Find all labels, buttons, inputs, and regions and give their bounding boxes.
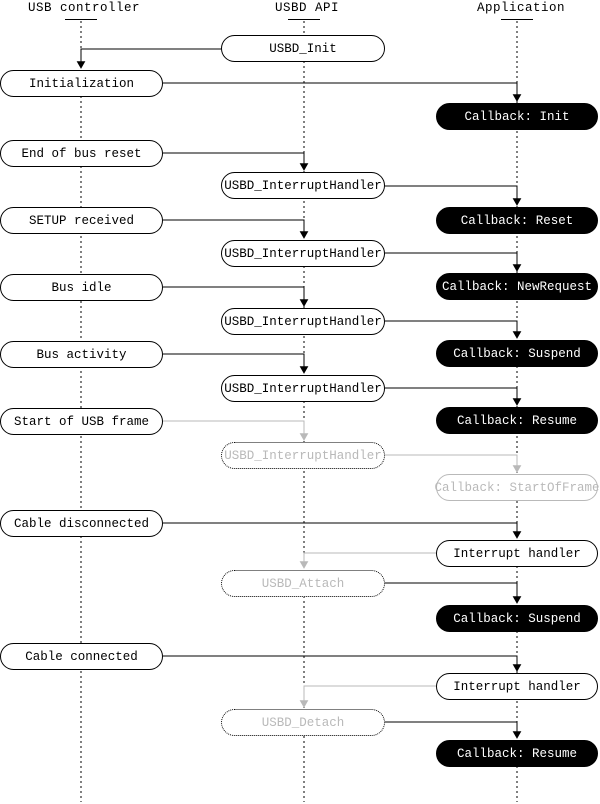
connector-attach-to-cbsuspend2: [385, 582, 522, 604]
node-initialization: Initialization: [0, 70, 163, 97]
node-bus-idle: Bus idle: [0, 274, 163, 301]
node-usbd-init: USBD_Init: [221, 35, 385, 62]
node-usbd-interrupt-handler-3: USBD_InterruptHandler: [221, 308, 385, 335]
connector-busreset-to-ih1: [163, 152, 309, 171]
node-callback-suspend-1: Callback: Suspend: [436, 340, 598, 367]
node-usbd-attach: USBD_Attach: [221, 570, 385, 597]
column-header-usbd-api: USBD API: [274, 1, 340, 15]
node-interrupt-handler-1: Interrupt handler: [436, 540, 598, 567]
node-usbd-interrupt-handler-2: USBD_InterruptHandler: [221, 240, 385, 267]
node-start-of-usb-frame: Start of USB frame: [0, 408, 163, 435]
node-interrupt-handler-2: Interrupt handler: [436, 673, 598, 700]
node-usbd-interrupt-handler-1: USBD_InterruptHandler: [221, 172, 385, 199]
node-bus-activity: Bus activity: [0, 341, 163, 368]
column-underline-application: [501, 19, 533, 20]
node-callback-resume-1: Callback: Resume: [436, 407, 598, 434]
connector-ih2-to-cbnewrequest: [385, 252, 522, 272]
node-callback-suspend-2: Callback: Suspend: [436, 605, 598, 632]
column-header-application: Application: [476, 1, 566, 15]
node-setup-received: SETUP received: [0, 207, 163, 234]
column-underline-usb-controller: [65, 19, 97, 20]
connector-ih5-to-cbstartofframe-muted: [385, 454, 522, 473]
node-usbd-interrupt-handler-4: USBD_InterruptHandler: [221, 375, 385, 402]
connector-initialization-to-cbinit: [163, 82, 522, 102]
connector-busactivity-to-ih4: [163, 353, 309, 374]
connector-cableconn-to-inthandler2: [163, 655, 522, 672]
connector-busidle-to-ih3: [163, 286, 309, 307]
connector-ih3-to-cbsuspend: [385, 320, 522, 339]
connector-sof-to-ih5-muted: [163, 420, 309, 441]
connector-detach-to-cbresume2: [385, 721, 522, 739]
node-callback-start-of-frame: Callback: StartOfFrame: [434, 474, 600, 501]
node-end-of-bus-reset: End of bus reset: [0, 140, 163, 167]
connector-cabledisc-to-inthandler: [163, 522, 522, 539]
node-callback-new-request: Callback: NewRequest: [436, 273, 598, 300]
connector-inthandler2-to-detach-muted: [299, 685, 436, 708]
connector-usbdinit-to-initialization: [76, 48, 221, 69]
node-usbd-detach: USBD_Detach: [221, 709, 385, 736]
node-cable-disconnected: Cable disconnected: [0, 510, 163, 537]
connector-ih1-to-cbreset: [385, 185, 522, 206]
node-usbd-interrupt-handler-5-muted: USBD_InterruptHandler: [221, 442, 385, 469]
column-header-usb-controller: USB controller: [27, 1, 141, 15]
node-callback-init: Callback: Init: [436, 103, 598, 130]
connector-inthandler-to-attach-muted: [299, 552, 436, 569]
node-callback-reset: Callback: Reset: [436, 207, 598, 234]
column-underline-usbd-api: [288, 19, 320, 20]
connector-setup-to-ih2: [163, 219, 309, 239]
connector-ih4-to-cbresume: [385, 387, 522, 406]
node-callback-resume-2: Callback: Resume: [436, 740, 598, 767]
node-cable-connected: Cable connected: [0, 643, 163, 670]
